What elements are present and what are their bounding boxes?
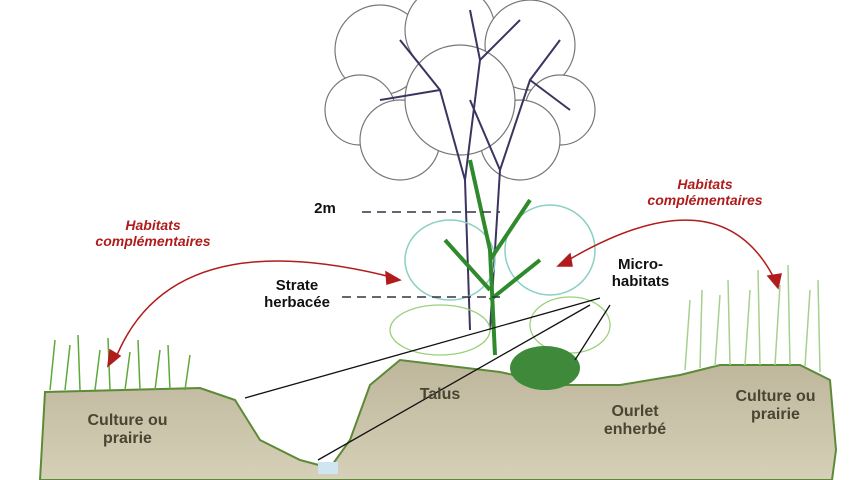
tree-canopy <box>324 0 596 181</box>
habitats-right-label: Habitats complémentaires <box>647 176 763 209</box>
habitat-arrows <box>107 219 782 368</box>
shrub-layer <box>404 204 596 301</box>
rock <box>510 346 580 390</box>
habitats-left-label: Habitats complémentaires <box>95 217 211 250</box>
micro-habitat-pointers <box>244 297 611 461</box>
ourlet-label: Ourlet enherbé <box>603 403 667 439</box>
water <box>318 462 338 474</box>
grass-right <box>684 264 821 373</box>
culture-right-label: Culture ou prairie <box>735 388 816 424</box>
micro-habitats-label: Micro-habitats <box>611 256 670 291</box>
strate-herbacee-label: Strate herbacée <box>264 277 330 312</box>
grass-left <box>49 334 191 391</box>
talus-label: Talus <box>419 386 461 403</box>
height-2m-label: 2m <box>314 200 336 217</box>
culture-left-label: Culture ou prairie <box>87 412 168 448</box>
young-tree <box>443 159 542 356</box>
